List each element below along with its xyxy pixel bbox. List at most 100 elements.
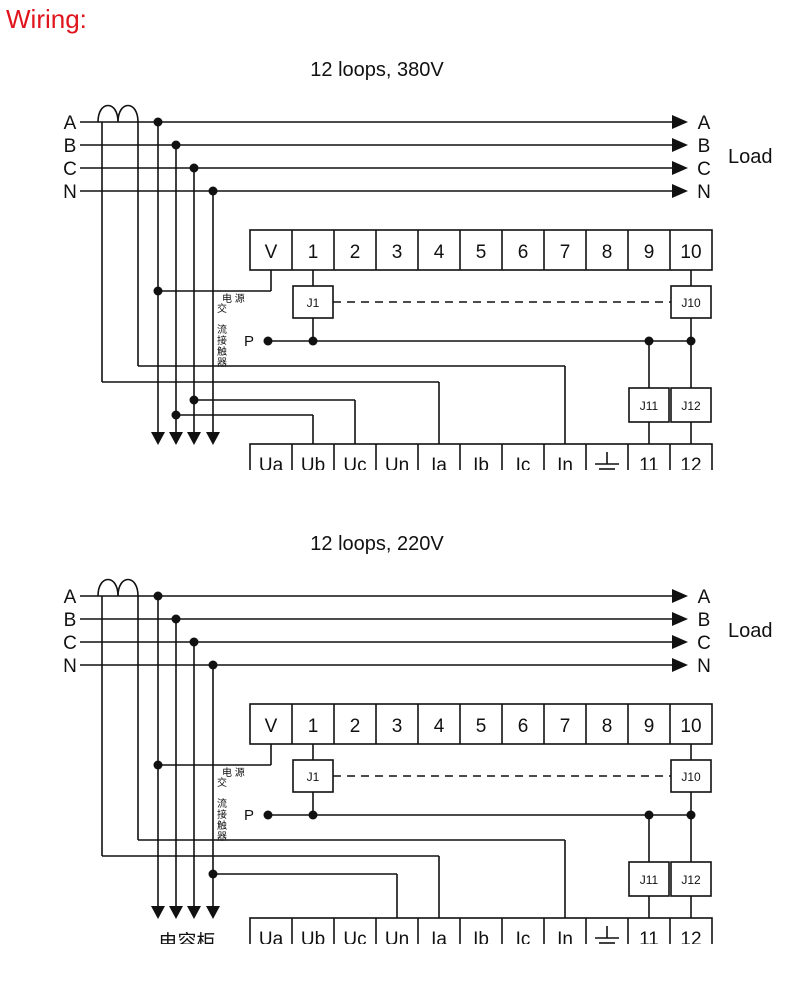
phase-label-left-n: N	[63, 182, 77, 203]
junction-dot	[189, 163, 199, 173]
phase-label-left-b: B	[64, 610, 77, 631]
top-terminal-10: 10	[680, 716, 701, 737]
relay-j12	[670, 861, 712, 897]
relay-label-j12: J12	[681, 873, 701, 887]
top-terminal-v: V	[265, 716, 278, 737]
p-label: P	[244, 333, 254, 350]
arrow-head-c	[672, 635, 688, 649]
bottom-terminal-ia: Ia	[431, 929, 447, 944]
bottom-terminal-ub: Ub	[301, 455, 325, 470]
phase-label-left-c: C	[63, 633, 77, 654]
top-terminal-block	[249, 703, 713, 745]
junction-dot	[153, 591, 163, 601]
contactor-label-char: 触	[217, 819, 227, 832]
relay-j12	[670, 387, 712, 423]
bottom-terminal-ua: Ua	[259, 455, 284, 470]
bottom-terminal-12: 12	[680, 455, 701, 470]
junction-dot	[189, 637, 199, 647]
contactor-label-char: 流	[217, 797, 227, 810]
bottom-terminal-ic: Ic	[516, 455, 531, 470]
supply-label: 电 源	[222, 292, 245, 305]
contactor-label-char: 交	[217, 302, 227, 315]
top-terminal-9: 9	[644, 242, 655, 263]
supply-label: 电 源	[222, 766, 245, 779]
phase-label-left-a: A	[64, 587, 77, 608]
top-terminal-5: 5	[476, 716, 487, 737]
top-terminal-1: 1	[308, 716, 319, 737]
top-terminal-1: 1	[308, 242, 319, 263]
wiring-heading: Wiring:	[6, 4, 87, 34]
phase-label-right-c: C	[697, 159, 711, 180]
contactor-label-char: 接	[217, 334, 227, 347]
down-arrow	[169, 432, 183, 445]
top-terminal-8: 8	[602, 242, 613, 263]
bottom-terminal-11: 11	[639, 929, 659, 944]
junction-dot	[153, 760, 163, 770]
capacitor-cabinet-label: 电容柜	[158, 931, 215, 944]
down-arrow	[151, 906, 165, 919]
relay-j11	[628, 861, 670, 897]
top-terminal-8: 8	[602, 716, 613, 737]
current-transformer-coil	[97, 578, 139, 597]
down-arrow	[169, 906, 183, 919]
diagram-title: 12 loops, 220V	[310, 533, 444, 555]
bottom-terminal-in: In	[557, 929, 573, 944]
top-terminal-4: 4	[434, 242, 445, 263]
top-terminal-6: 6	[518, 716, 529, 737]
bottom-terminal-un: Un	[385, 455, 409, 470]
top-terminal-7: 7	[560, 242, 571, 263]
phase-label-right-a: A	[698, 113, 711, 134]
phase-label-right-n: N	[697, 182, 711, 203]
arrow-head-a	[672, 115, 688, 129]
down-arrow	[151, 432, 165, 445]
phase-label-right-n: N	[697, 656, 711, 677]
top-terminal-10: 10	[680, 242, 701, 263]
bottom-terminal-uc: Uc	[343, 455, 366, 470]
top-terminal-4: 4	[434, 716, 445, 737]
relay-label-j12: J12	[681, 399, 701, 413]
relay-label-j10: J10	[681, 770, 701, 784]
contactor-label-char: 器	[217, 357, 227, 369]
junction-dot	[153, 286, 163, 296]
relay-label-j10: J10	[681, 296, 701, 310]
relay-label-j1: J1	[307, 296, 320, 310]
bottom-terminal-un: Un	[385, 929, 409, 944]
bottom-terminal-ic: Ic	[516, 929, 531, 944]
phase-label-right-c: C	[697, 633, 711, 654]
junction-dot	[171, 614, 181, 624]
junction-dot	[308, 810, 318, 820]
p-label: P	[244, 807, 254, 824]
contactor-label-char: 触	[217, 345, 227, 358]
bottom-terminal-12: 12	[680, 929, 701, 944]
top-terminal-2: 2	[350, 242, 361, 263]
top-terminal-6: 6	[518, 242, 529, 263]
bottom-terminal-ib: Ib	[473, 929, 489, 944]
top-terminal-5: 5	[476, 242, 487, 263]
ground-icon	[595, 452, 619, 475]
arrow-head-n	[672, 658, 688, 672]
current-transformer-coil	[97, 104, 139, 123]
contactor-label-char: 流	[217, 323, 227, 336]
phase-label-left-b: B	[64, 136, 77, 157]
phase-label-right-a: A	[698, 587, 711, 608]
contactor-label-char: 交	[217, 776, 227, 789]
top-terminal-7: 7	[560, 716, 571, 737]
top-terminal-v: V	[265, 242, 278, 263]
top-terminal-3: 3	[392, 716, 403, 737]
relay-j11	[628, 387, 670, 423]
bottom-terminal-ua: Ua	[259, 929, 284, 944]
top-terminal-9: 9	[644, 716, 655, 737]
load-label: Load	[728, 620, 773, 642]
relay-label-j11: J11	[640, 873, 659, 887]
top-terminal-3: 3	[392, 242, 403, 263]
phase-label-left-n: N	[63, 656, 77, 677]
down-arrow	[187, 906, 201, 919]
top-terminal-block	[249, 229, 713, 271]
diagram-title: 12 loops, 380V	[310, 59, 444, 81]
phase-label-right-b: B	[698, 610, 711, 631]
phase-label-left-c: C	[63, 159, 77, 180]
bottom-terminal-ub: Ub	[301, 929, 325, 944]
bottom-terminal-uc: Uc	[343, 929, 366, 944]
ground-icon	[595, 926, 619, 949]
